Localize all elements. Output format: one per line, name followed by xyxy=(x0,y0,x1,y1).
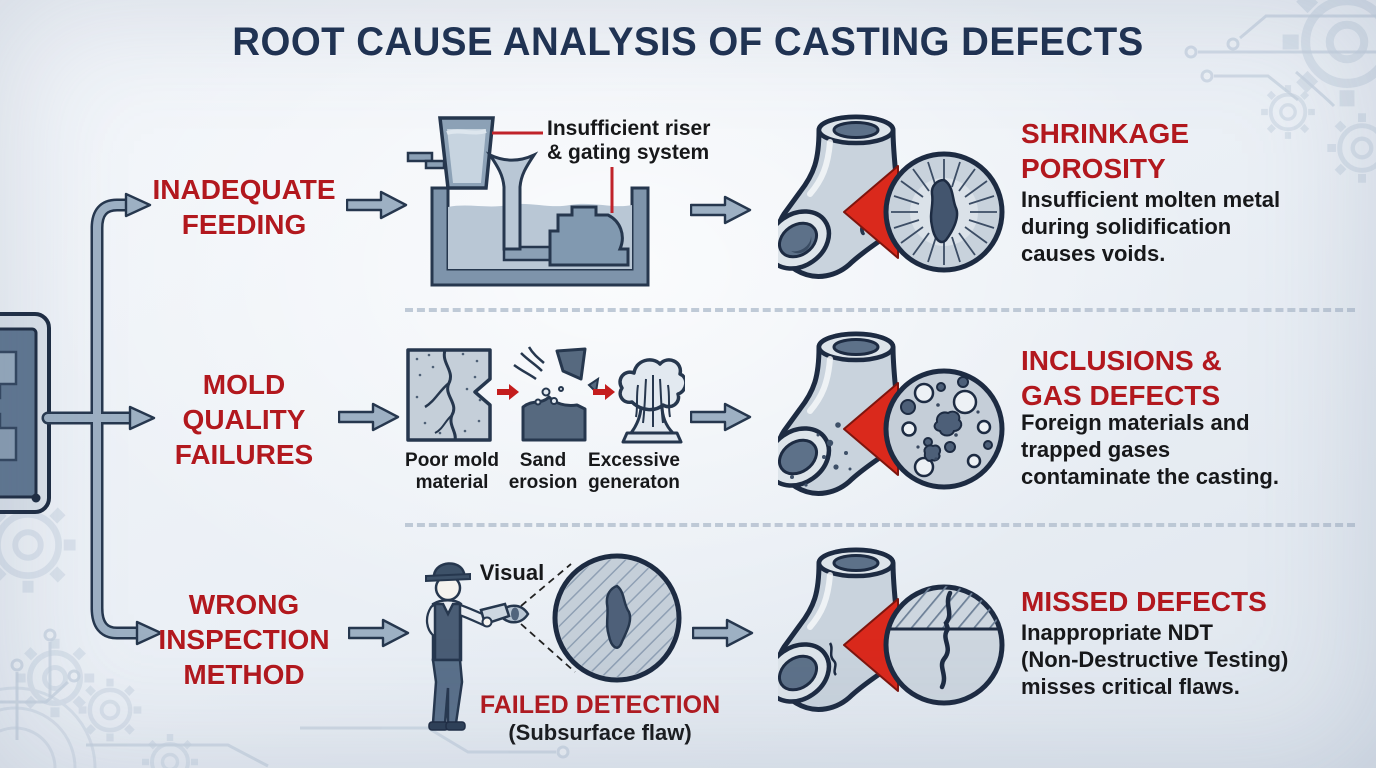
shrinkage-porosity-detail xyxy=(883,151,1005,273)
riser-cup-icon xyxy=(438,116,495,190)
red-arrow-icon xyxy=(593,384,615,400)
device-button xyxy=(31,493,41,503)
inspector-visual-check-scene xyxy=(425,553,682,731)
flow-arrow xyxy=(690,402,752,432)
cracked-mold-block-icon xyxy=(406,348,492,442)
magnified-flaw-circle xyxy=(552,553,682,683)
pouring-funnel-icon xyxy=(485,151,539,251)
flow-arrow xyxy=(692,618,754,648)
crack-line xyxy=(939,590,953,690)
branch-connector-arrows xyxy=(41,192,163,646)
icon-label-excessive-generation: Excessive generaton xyxy=(588,450,680,493)
inspection-method-label: Visual xyxy=(479,560,545,585)
vest xyxy=(433,602,462,662)
missed-crack-detail xyxy=(883,584,1005,706)
cause-label-inadequate-feeding: INADEQUATE FEEDING xyxy=(152,174,336,240)
row-divider-2 xyxy=(405,523,1355,527)
effect-title-shrinkage-porosity: SHRINKAGE POROSITY xyxy=(1021,118,1190,184)
gas-cloud-icon xyxy=(618,358,685,444)
row-divider-1 xyxy=(405,308,1355,312)
flow-arrow xyxy=(348,618,410,648)
failed-detection-subtitle: (Subsurface flaw) xyxy=(508,719,692,745)
mold-gating-diagram xyxy=(406,116,650,287)
effect-title-inclusions-gas-defects: INCLUSIONS & GAS DEFECTS xyxy=(1021,345,1222,411)
effect-desc-missed-defects: Inappropriate NDT (Non-Destructive Testi… xyxy=(1021,620,1289,699)
sight-lines xyxy=(520,563,576,673)
casting-shape xyxy=(548,205,630,267)
pipe-with-shrinkage-porosity-magnifier xyxy=(778,114,1005,279)
failed-detection-title: FAILED DETECTION xyxy=(479,691,721,719)
pipe-with-crack-magnifier xyxy=(778,547,1005,712)
flow-arrow xyxy=(338,402,400,432)
mold-failure-icons xyxy=(406,346,685,444)
pants xyxy=(431,658,464,725)
effect-desc-shrinkage-porosity: Insufficient molten metal during solidif… xyxy=(1021,187,1281,266)
flow-arrow xyxy=(690,195,752,225)
icon-label-poor-mold-material: Poor mold material xyxy=(405,450,499,493)
pouring-spout-icon xyxy=(406,151,446,170)
red-arrow-icon xyxy=(497,384,519,400)
surface-crack-mark xyxy=(828,642,838,676)
subsurface-flaw xyxy=(605,584,632,649)
effect-title-missed-defects: MISSED DEFECTS xyxy=(1021,586,1267,617)
cause-label-wrong-inspection-method: WRONG INSPECTION METHOD xyxy=(158,589,330,690)
cause-label-mold-quality-failures: MOLD QUALITY FAILURES xyxy=(174,369,314,470)
shrinkage-void xyxy=(929,178,959,244)
page-title: ROOT CAUSE ANALYSIS OF CASTING DEFECTS xyxy=(232,20,1144,64)
failed-detection-callout: FAILED DETECTION (Subsurface flaw) xyxy=(450,691,750,746)
riser-annotation: Insufficient riser & gating system xyxy=(547,117,711,164)
effect-desc-inclusions-gas-defects: Foreign materials and trapped gases cont… xyxy=(1021,410,1279,489)
inspector-figure xyxy=(425,562,511,731)
icon-label-sand-erosion: Sand erosion xyxy=(508,450,578,493)
circuit-trace xyxy=(0,14,1376,768)
sand-erosion-icon xyxy=(513,346,600,442)
pipe-with-inclusions-magnifier xyxy=(778,331,1005,496)
inclusions-gas-detail xyxy=(883,368,1005,490)
flow-arrow xyxy=(346,190,408,220)
gear-cluster-bottom-left xyxy=(0,497,198,768)
